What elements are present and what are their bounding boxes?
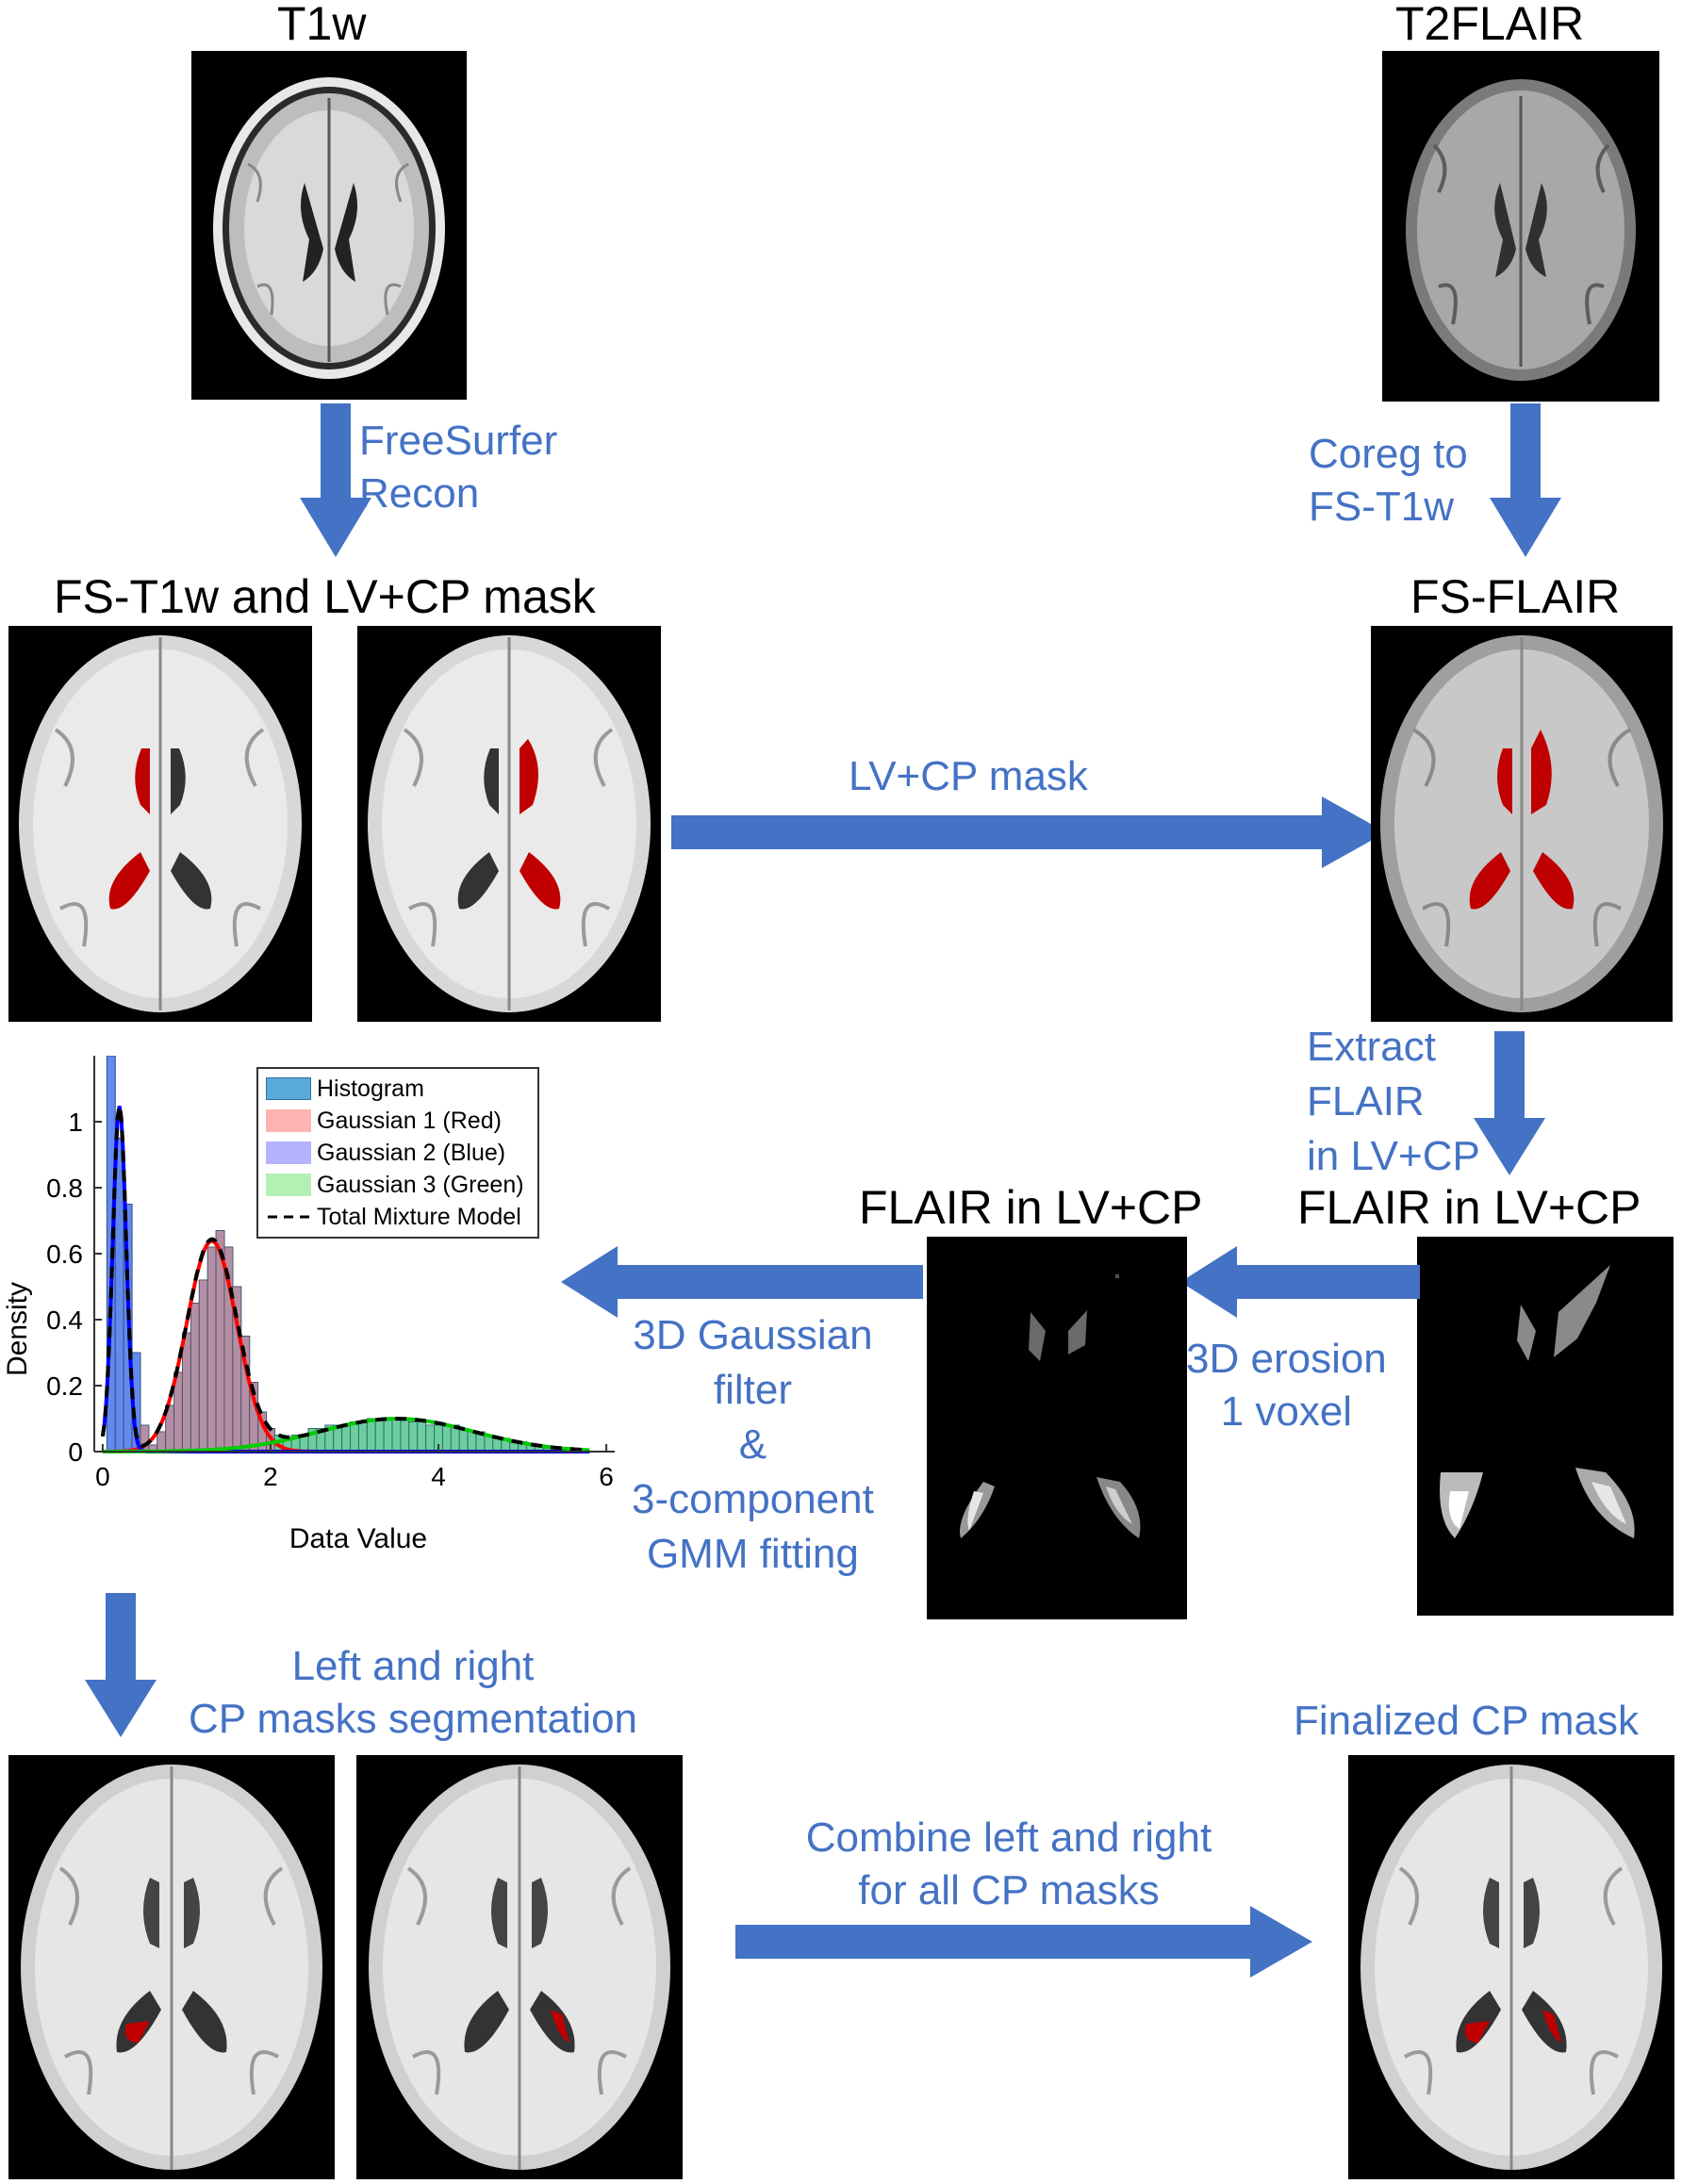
- histogram-bar-overlay: [467, 1431, 477, 1453]
- histogram-bar-overlay: [190, 1303, 200, 1453]
- chart-xlabel: Data Value: [289, 1523, 427, 1554]
- arrow-coreg: [1490, 403, 1561, 557]
- right-cp-mask-brain-drawing: [356, 1755, 683, 2179]
- total-mixture-curve: [100, 1105, 590, 1453]
- legend-gaussian3: Gaussian 3 (Green): [317, 1171, 524, 1198]
- left-cp-mask-brain-drawing: [8, 1755, 335, 2179]
- finalized-label: Finalized CP mask: [1294, 1698, 1639, 1744]
- histogram-bar-overlay: [400, 1418, 410, 1453]
- histogram-bar-overlay: [458, 1428, 469, 1453]
- arrow-combine: [735, 1906, 1312, 1978]
- fs-t1w-image: [8, 626, 312, 1022]
- erosion-label: 3D erosion 1 voxel: [1186, 1336, 1387, 1435]
- extract-label: Extract FLAIR in LV+CP: [1307, 1024, 1480, 1179]
- flair-lvcp-image: [1417, 1237, 1674, 1616]
- legend-gaussian2: Gaussian 2 (Blue): [317, 1139, 506, 1166]
- t1w-image: [191, 51, 467, 400]
- finalized-cp-mask-image: [1348, 1755, 1674, 2179]
- lvcp-mask-image: [357, 626, 661, 1022]
- left-cp-mask-image: [8, 1755, 335, 2179]
- arrow-extract: [1474, 1031, 1545, 1175]
- combine-label: Combine left and right for all CP masks: [805, 1815, 1212, 1913]
- histogram-bar-overlay: [198, 1279, 208, 1453]
- histogram-bar-overlay: [391, 1418, 402, 1453]
- x-tick-label: 2: [263, 1462, 278, 1491]
- coreg-label: Coreg to FS-T1w: [1309, 431, 1468, 530]
- t1w-brain-drawing: [191, 51, 467, 400]
- histogram-bar-overlay: [417, 1421, 427, 1453]
- legend-histogram: Histogram: [317, 1075, 424, 1102]
- flair-lvcp-title: FLAIR in LV+CP: [1297, 1181, 1641, 1234]
- legend-swatch-gaussian3: [266, 1174, 311, 1196]
- legend-swatch-gaussian1: [266, 1109, 311, 1132]
- chart-ylabel: Density: [2, 1282, 33, 1376]
- flair-lvcp-eroded-drawing: [927, 1237, 1187, 1619]
- fs-t1w-mask-title: FS-T1w and LV+CP mask: [54, 570, 596, 623]
- x-tick-label: 6: [599, 1462, 614, 1491]
- histogram-bar-overlay: [206, 1246, 217, 1453]
- right-cp-mask-image: [356, 1755, 683, 2179]
- fs-flair-image: [1371, 626, 1673, 1022]
- legend-swatch-histogram: [266, 1077, 311, 1100]
- y-tick-label: 0.6: [46, 1240, 83, 1269]
- histogram-bar-overlay: [341, 1424, 352, 1453]
- finalized-cp-mask-brain-drawing: [1348, 1755, 1674, 2179]
- legend-swatch-total: [268, 1215, 309, 1219]
- flair-lvcp-drawing: [1417, 1237, 1674, 1616]
- x-tick-label: 0: [95, 1462, 110, 1491]
- legend-total: Total Mixture Model: [317, 1203, 521, 1230]
- legend-gaussian1: Gaussian 1 (Red): [317, 1107, 502, 1134]
- lr-segmentation-label: Left and right CP masks segmentation: [188, 1643, 638, 1742]
- histogram-bar-overlay: [492, 1437, 503, 1453]
- histogram-bar-overlay: [441, 1424, 452, 1453]
- flair-lvcp-eroded-image: [927, 1237, 1187, 1619]
- fs-flair-brain-drawing: [1371, 626, 1673, 1022]
- gmm-label: 3D Gaussian filter & 3-component GMM fit…: [632, 1312, 874, 1577]
- chart-legend: Histogram Gaussian 1 (Red) Gaussian 2 (B…: [256, 1067, 539, 1239]
- y-tick-label: 1: [68, 1108, 83, 1137]
- histogram-bar-overlay: [157, 1431, 167, 1453]
- histogram-bar-overlay: [350, 1421, 359, 1453]
- legend-swatch-gaussian2: [266, 1141, 311, 1164]
- freesurfer-label: FreeSurfer Recon: [359, 418, 558, 517]
- t2flair-brain-drawing: [1382, 51, 1659, 402]
- t1w-title: T1w: [277, 0, 367, 50]
- flair-lvcp-eroded-title: FLAIR in LV+CP: [859, 1181, 1203, 1234]
- t2flair-title: T2FLAIR: [1395, 0, 1585, 50]
- arrow-erosion: [1180, 1246, 1420, 1318]
- t2flair-image: [1382, 51, 1659, 402]
- histogram-bar-overlay: [366, 1418, 376, 1453]
- fs-t1w-brain-drawing: [8, 626, 312, 1022]
- fs-flair-title: FS-FLAIR: [1410, 570, 1621, 623]
- histogram-bar-overlay: [383, 1418, 393, 1453]
- y-tick-label: 0.2: [46, 1371, 83, 1401]
- arrow-lvcp-mask: [671, 796, 1386, 868]
- arrow-segmentation: [85, 1593, 157, 1737]
- histogram-bar-overlay: [357, 1421, 368, 1453]
- histogram-bar-overlay: [181, 1332, 191, 1453]
- histogram-bar-overlay: [408, 1421, 419, 1453]
- y-tick-label: 0.4: [46, 1305, 83, 1335]
- y-tick-label: 0.8: [46, 1174, 83, 1203]
- chart-axes: 0 2 4 6 0 0.2 0.4 0.6 0.8 1: [46, 1056, 615, 1491]
- lvcp-mask-brain-drawing: [357, 626, 661, 1022]
- y-tick-label: 0: [68, 1437, 83, 1467]
- arrow-gmm: [561, 1246, 923, 1318]
- arrow-freesurfer: [300, 403, 371, 557]
- lvcp-mask-label: LV+CP mask: [849, 753, 1088, 799]
- x-tick-label: 4: [431, 1462, 446, 1491]
- gmm-chart: 0 2 4 6 0 0.2 0.4 0.6 0.8 1 Data Value Density: [2, 1056, 615, 1554]
- histogram-bar-overlay: [425, 1424, 436, 1453]
- histogram-bar-overlay: [374, 1418, 385, 1453]
